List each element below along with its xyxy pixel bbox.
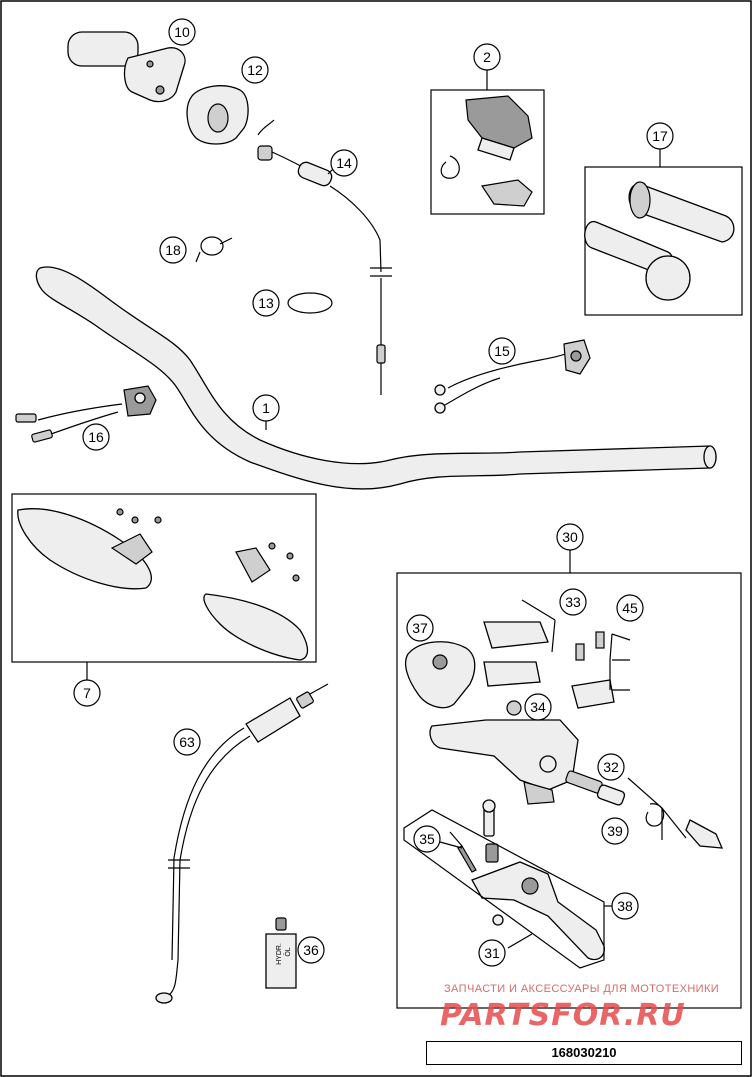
svg-text:15: 15 xyxy=(494,343,510,359)
svg-text:10: 10 xyxy=(174,24,190,40)
master-cylinder-box xyxy=(396,550,742,1009)
o-ring xyxy=(287,292,333,314)
callout-12: 12 xyxy=(241,56,269,84)
callout-17: 17 xyxy=(646,122,674,150)
hand-guards-box xyxy=(11,493,317,663)
svg-text:31: 31 xyxy=(484,945,500,961)
callout-30: 30 xyxy=(556,523,584,551)
svg-text:45: 45 xyxy=(622,600,638,616)
callout-7: 7 xyxy=(73,679,101,707)
svg-text:2: 2 xyxy=(483,49,491,65)
svg-text:33: 33 xyxy=(565,594,581,610)
callout-16: 16 xyxy=(82,423,110,451)
svg-text:12: 12 xyxy=(247,62,263,78)
callout-36: 36 xyxy=(297,936,325,964)
grips-box xyxy=(584,166,743,316)
svg-text:1: 1 xyxy=(262,400,270,416)
throttle-cable xyxy=(257,119,392,395)
oil-bottle-label-line1: HYDR. xyxy=(276,943,283,965)
throttle-cover xyxy=(186,85,249,145)
callout-39: 39 xyxy=(601,817,629,845)
callout-18: 18 xyxy=(159,236,187,264)
callout-15: 15 xyxy=(488,337,516,365)
callout-38: 38 xyxy=(611,892,639,920)
throttle-grip xyxy=(67,31,186,103)
svg-text:37: 37 xyxy=(412,620,428,636)
callout-35: 35 xyxy=(413,825,441,853)
svg-text:30: 30 xyxy=(562,529,578,545)
svg-text:35: 35 xyxy=(419,831,435,847)
handlebar xyxy=(35,266,717,490)
watermark-tagline: ЗАПЧАСТИ И АКСЕССУАРЫ ДЛЯ МОТОТЕХНИКИ xyxy=(444,983,720,995)
brake-line xyxy=(155,683,329,1004)
svg-text:7: 7 xyxy=(83,685,91,701)
callout-14: 14 xyxy=(330,149,358,177)
svg-text:14: 14 xyxy=(336,155,352,171)
svg-text:34: 34 xyxy=(530,699,546,715)
cable-tie xyxy=(195,236,233,263)
watermark-brand: PARTSFOR.RU xyxy=(440,998,686,1033)
svg-text:32: 32 xyxy=(603,759,619,775)
callout-1: 1 xyxy=(252,394,280,422)
oil-bottle: HYDR. ÖL xyxy=(265,917,297,989)
svg-text:36: 36 xyxy=(303,942,319,958)
svg-text:13: 13 xyxy=(258,295,274,311)
callout-63: 63 xyxy=(173,728,201,756)
leader-lines xyxy=(86,68,687,949)
callout-33: 33 xyxy=(559,588,587,616)
callout-32: 32 xyxy=(597,753,625,781)
starter-switch xyxy=(15,385,157,443)
svg-text:63: 63 xyxy=(179,734,195,750)
kill-switch xyxy=(434,339,591,414)
svg-text:38: 38 xyxy=(617,898,633,914)
callout-34: 34 xyxy=(524,693,552,721)
switch-assembly xyxy=(430,89,545,215)
diagram-code: 168030210 xyxy=(426,1041,742,1065)
callout-37: 37 xyxy=(406,614,434,642)
svg-text:17: 17 xyxy=(652,128,668,144)
svg-text:16: 16 xyxy=(88,429,104,445)
callout-2: 2 xyxy=(473,43,501,71)
callout-13: 13 xyxy=(252,289,280,317)
callout-31: 31 xyxy=(478,939,506,967)
svg-text:39: 39 xyxy=(607,823,623,839)
oil-bottle-label-line2: ÖL xyxy=(284,947,292,956)
svg-text:18: 18 xyxy=(165,242,181,258)
callout-45: 45 xyxy=(616,594,644,622)
callout-10: 10 xyxy=(168,18,196,46)
